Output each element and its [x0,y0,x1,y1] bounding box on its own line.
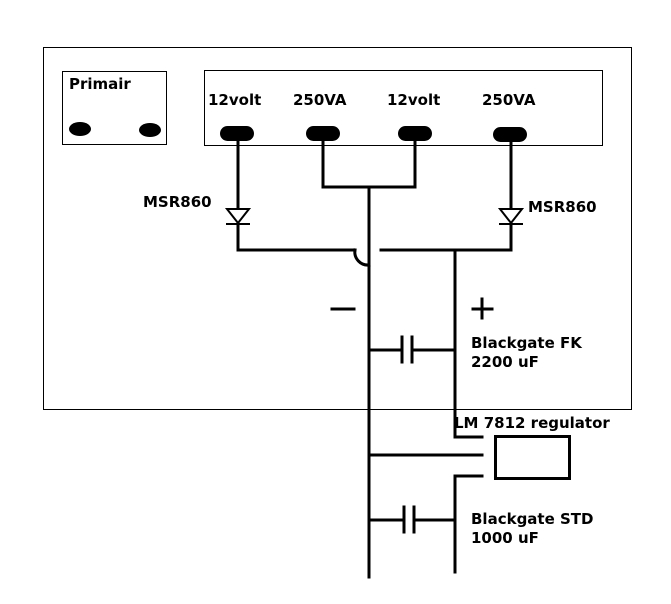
regulator-label: LM 7812 regulator [454,414,610,432]
primary-terminal-1 [69,122,91,136]
secondary-terminal-1 [220,126,254,141]
capacitor-1-value: 2200 uF [471,353,539,371]
diode-2 [497,208,525,252]
capacitor-1 [367,335,457,364]
terminal-label-4: 250VA [482,91,536,109]
secondary-terminal-3 [398,126,432,141]
wire-center-tap [321,139,417,189]
secondary-terminal-2 [306,126,340,141]
primary-label: Primair [69,75,131,93]
crossover-hop [353,248,371,267]
wire-regulator-out [453,474,484,574]
capacitor-2 [367,505,457,534]
secondary-terminal-4 [493,127,527,142]
diode-1-label: MSR860 [143,193,212,211]
wire-to-regulator-in [453,248,484,439]
terminal-label-2: 250VA [293,91,347,109]
diode-2-label: MSR860 [528,198,597,216]
terminal-label-3: 12volt [387,91,440,109]
secondary-box [204,70,603,146]
primary-box [62,71,167,145]
enclosure-outline [43,47,632,410]
capacitor-2-name: Blackgate STD [471,510,593,528]
plus-sign [471,297,494,320]
terminal-label-1: 12volt [208,91,261,109]
regulator-box [494,435,571,480]
primary-terminal-2 [139,123,161,137]
capacitor-2-value: 1000 uF [471,529,539,547]
diode-1 [224,208,252,252]
capacitor-1-name: Blackgate FK [471,334,583,352]
